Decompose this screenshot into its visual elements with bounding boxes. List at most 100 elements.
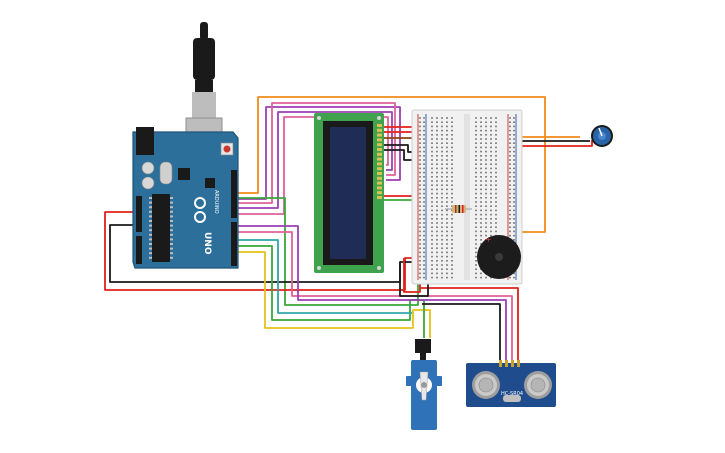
breadboard-hole	[509, 142, 511, 144]
wire-pink-lcd-2	[238, 102, 396, 204]
breadboard-hole	[431, 218, 433, 220]
breadboard-hole	[480, 150, 482, 153]
breadboard-hole	[495, 184, 497, 186]
breadboard-hole	[441, 251, 443, 254]
breadboard-hole	[475, 222, 477, 224]
breadboard-hole	[441, 138, 443, 140]
breadboard-hole	[441, 163, 443, 165]
breadboard-hole	[509, 138, 511, 140]
breadboard-hole	[480, 184, 482, 186]
breadboard-hole	[431, 243, 433, 245]
breadboard-hole	[446, 218, 448, 220]
breadboard-hole	[446, 121, 448, 123]
breadboard-hole	[446, 234, 448, 237]
breadboard-hole	[436, 205, 438, 207]
breadboard-hole	[475, 155, 477, 157]
breadboard-hole	[441, 222, 443, 224]
breadboard-hole	[446, 197, 448, 199]
sensor-pin	[499, 360, 502, 367]
breadboard-hole	[495, 188, 497, 191]
ic-pin	[170, 220, 173, 222]
breadboard-hole	[446, 247, 448, 249]
lcd-pin	[377, 152, 382, 156]
breadboard-hole	[480, 155, 482, 157]
breadboard-hole	[485, 146, 487, 149]
breadboard-hole	[451, 129, 453, 132]
breadboard-hole	[485, 201, 487, 203]
breadboard-hole	[451, 264, 453, 266]
arduino-brand-label: ARDUINO	[213, 190, 219, 214]
ic-pin	[149, 220, 152, 222]
breadboard-hole	[436, 180, 438, 182]
breadboard-hole	[485, 209, 487, 212]
breadboard-hole	[451, 243, 453, 245]
breadboard-hole	[513, 121, 515, 123]
breadboard-hole	[513, 188, 515, 191]
breadboard-hole	[423, 138, 425, 140]
breadboard-hole	[513, 230, 515, 233]
breadboard-hole	[446, 213, 448, 216]
breadboard-hole	[419, 146, 421, 149]
servo-connector	[415, 339, 431, 353]
breadboard-hole	[475, 146, 477, 149]
breadboard-hole	[441, 184, 443, 186]
breadboard-hole	[423, 209, 425, 212]
breadboard-hole	[436, 192, 438, 195]
breadboard-hole	[423, 222, 425, 224]
breadboard-hole	[513, 142, 515, 144]
breadboard-hole	[475, 184, 477, 186]
wire-orange-top	[238, 96, 546, 233]
piezo-buzzer: +	[477, 235, 521, 279]
breadboard-hole	[451, 155, 453, 157]
breadboard-hole	[475, 180, 477, 182]
breadboard-hole	[451, 272, 453, 275]
breadboard-hole	[480, 171, 482, 174]
breadboard-hole	[446, 209, 448, 212]
breadboard-hole	[480, 163, 482, 165]
ic-pin	[149, 247, 152, 250]
breadboard-hole	[490, 188, 492, 191]
breadboard-hole	[480, 121, 482, 123]
breadboard-hole	[436, 264, 438, 266]
breadboard-hole	[490, 197, 492, 199]
breadboard-hole	[451, 255, 453, 258]
breadboard-hole	[446, 146, 448, 149]
breadboard-hole	[441, 243, 443, 245]
breadboard-hole	[513, 167, 515, 170]
breadboard-hole	[431, 268, 433, 270]
breadboard-hole	[419, 184, 421, 186]
breadboard-hole	[419, 251, 421, 254]
breadboard-hole	[495, 222, 497, 224]
breadboard-hole	[423, 155, 425, 157]
breadboard-hole	[431, 184, 433, 186]
breadboard-hole	[451, 184, 453, 186]
breadboard-hole	[513, 184, 515, 186]
breadboard-hole	[475, 239, 477, 241]
ic-pin	[149, 238, 152, 241]
breadboard-hole	[436, 171, 438, 174]
micro-servo	[406, 339, 442, 430]
breadboard-hole	[436, 260, 438, 262]
breadboard-hole	[436, 234, 438, 237]
breadboard-hole	[423, 167, 425, 170]
breadboard-hole	[475, 251, 477, 254]
breadboard-hole	[475, 276, 477, 279]
breadboard-hole	[490, 230, 492, 233]
breadboard-hole	[431, 264, 433, 266]
breadboard-hole	[490, 226, 492, 228]
ic-pin	[170, 256, 173, 259]
breadboard-hole	[423, 205, 425, 207]
sensor-pin	[517, 360, 520, 367]
breadboard-hole	[480, 243, 482, 245]
breadboard-hole	[451, 163, 453, 165]
breadboard-hole	[451, 176, 453, 178]
breadboard-hole	[419, 180, 421, 182]
breadboard-hole	[490, 213, 492, 216]
breadboard-hole	[441, 268, 443, 270]
breadboard-hole	[509, 163, 511, 165]
breadboard-hole	[513, 272, 515, 275]
breadboard-hole	[419, 255, 421, 258]
breadboard-hole	[446, 163, 448, 165]
breadboard-hole	[451, 226, 453, 228]
breadboard-hole	[436, 247, 438, 249]
